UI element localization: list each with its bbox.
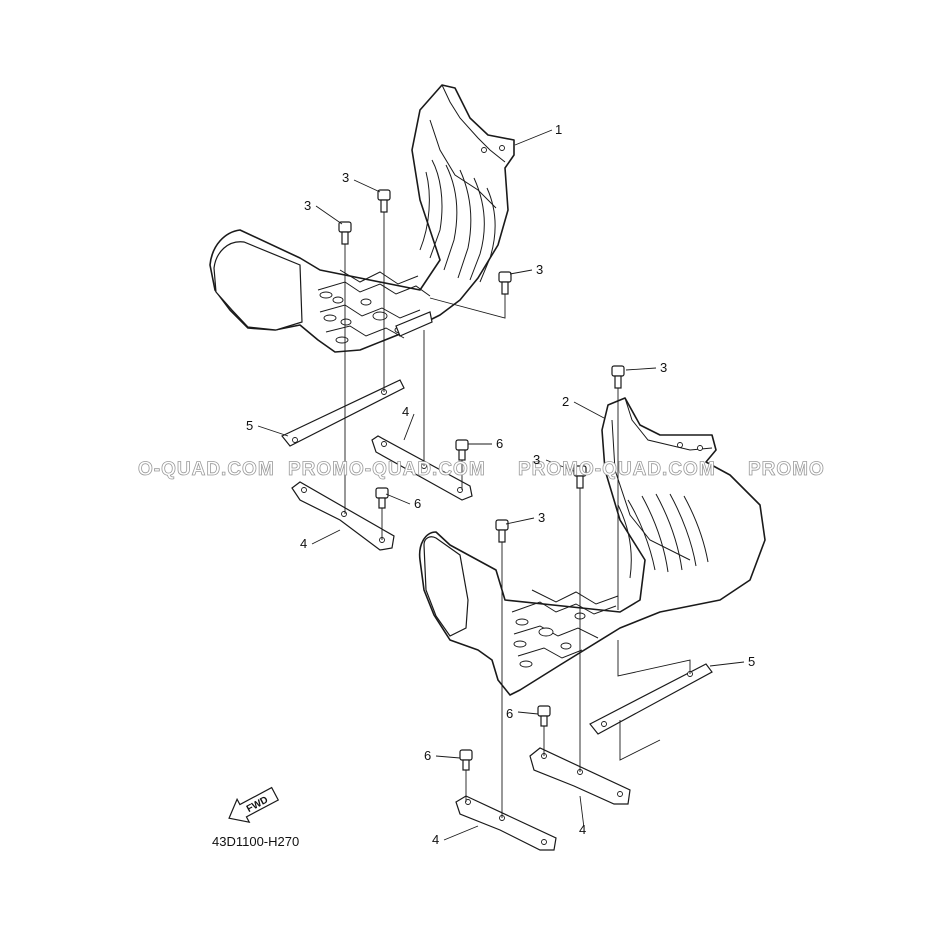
- callout-3-e: 3: [533, 452, 540, 467]
- bolts: [338, 189, 625, 771]
- stay-5-left: [281, 379, 405, 447]
- callout-3-d: 3: [660, 360, 667, 375]
- assembly-lines: [344, 212, 691, 818]
- watermark-band: O-QUAD.COM PROMO-QUAD.COM PROMO-QUAD.COM…: [138, 459, 825, 481]
- bracket-4-right-upper: [529, 747, 631, 805]
- bolt-6-b: [375, 487, 389, 509]
- callout-1: 1: [555, 122, 562, 137]
- footrest-right: [418, 397, 766, 696]
- bracket-4-right-lower: [455, 795, 557, 851]
- leaders: [257, 129, 745, 841]
- callout-4-c: 4: [579, 822, 586, 837]
- watermark-2: PROMO-QUAD.COM: [288, 459, 486, 480]
- callout-6-a: 6: [496, 436, 503, 451]
- callout-3-c: 3: [536, 262, 543, 277]
- footrest-left: [209, 84, 515, 353]
- bolt-3-d: [611, 365, 625, 389]
- callout-3-a: 3: [342, 170, 349, 185]
- diagram-code: 43D1100-H270: [212, 834, 299, 849]
- bolt-6-a: [455, 439, 469, 461]
- callout-6-c: 6: [506, 706, 513, 721]
- callout-4-a: 4: [402, 404, 409, 419]
- watermark-4: PROMO: [748, 459, 825, 480]
- stay-5-right: [589, 663, 713, 735]
- callout-5-a: 5: [246, 418, 253, 433]
- bolt-6-d: [459, 749, 473, 771]
- bracket-4-left-upper: [371, 435, 473, 501]
- callout-3-f: 3: [538, 510, 545, 525]
- watermark-3: PROMO-QUAD.COM: [518, 459, 716, 480]
- bolt-3-a: [377, 189, 391, 213]
- bolt-3-b: [338, 221, 352, 245]
- callout-6-d: 6: [424, 748, 431, 763]
- bolt-6-c: [537, 705, 551, 727]
- bolt-3-f: [495, 519, 509, 543]
- watermark-1: O-QUAD.COM: [138, 459, 275, 480]
- fwd-label: FWD: [245, 795, 270, 815]
- bolt-3-c: [498, 271, 512, 295]
- callout-3-b: 3: [304, 198, 311, 213]
- callout-4-d: 4: [432, 832, 439, 847]
- callout-5-b: 5: [748, 654, 755, 669]
- bolt-3-e: [573, 465, 587, 489]
- fwd-arrow-icon: FWD: [228, 786, 280, 824]
- callout-labels: 1 2 3 3 3 3 3 3 4 4 4 4 5 5 6 6 6 6: [246, 122, 755, 847]
- callout-6-b: 6: [414, 496, 421, 511]
- callout-4-b: 4: [300, 536, 307, 551]
- callout-2: 2: [562, 394, 569, 409]
- bracket-4-left-lower: [291, 481, 395, 551]
